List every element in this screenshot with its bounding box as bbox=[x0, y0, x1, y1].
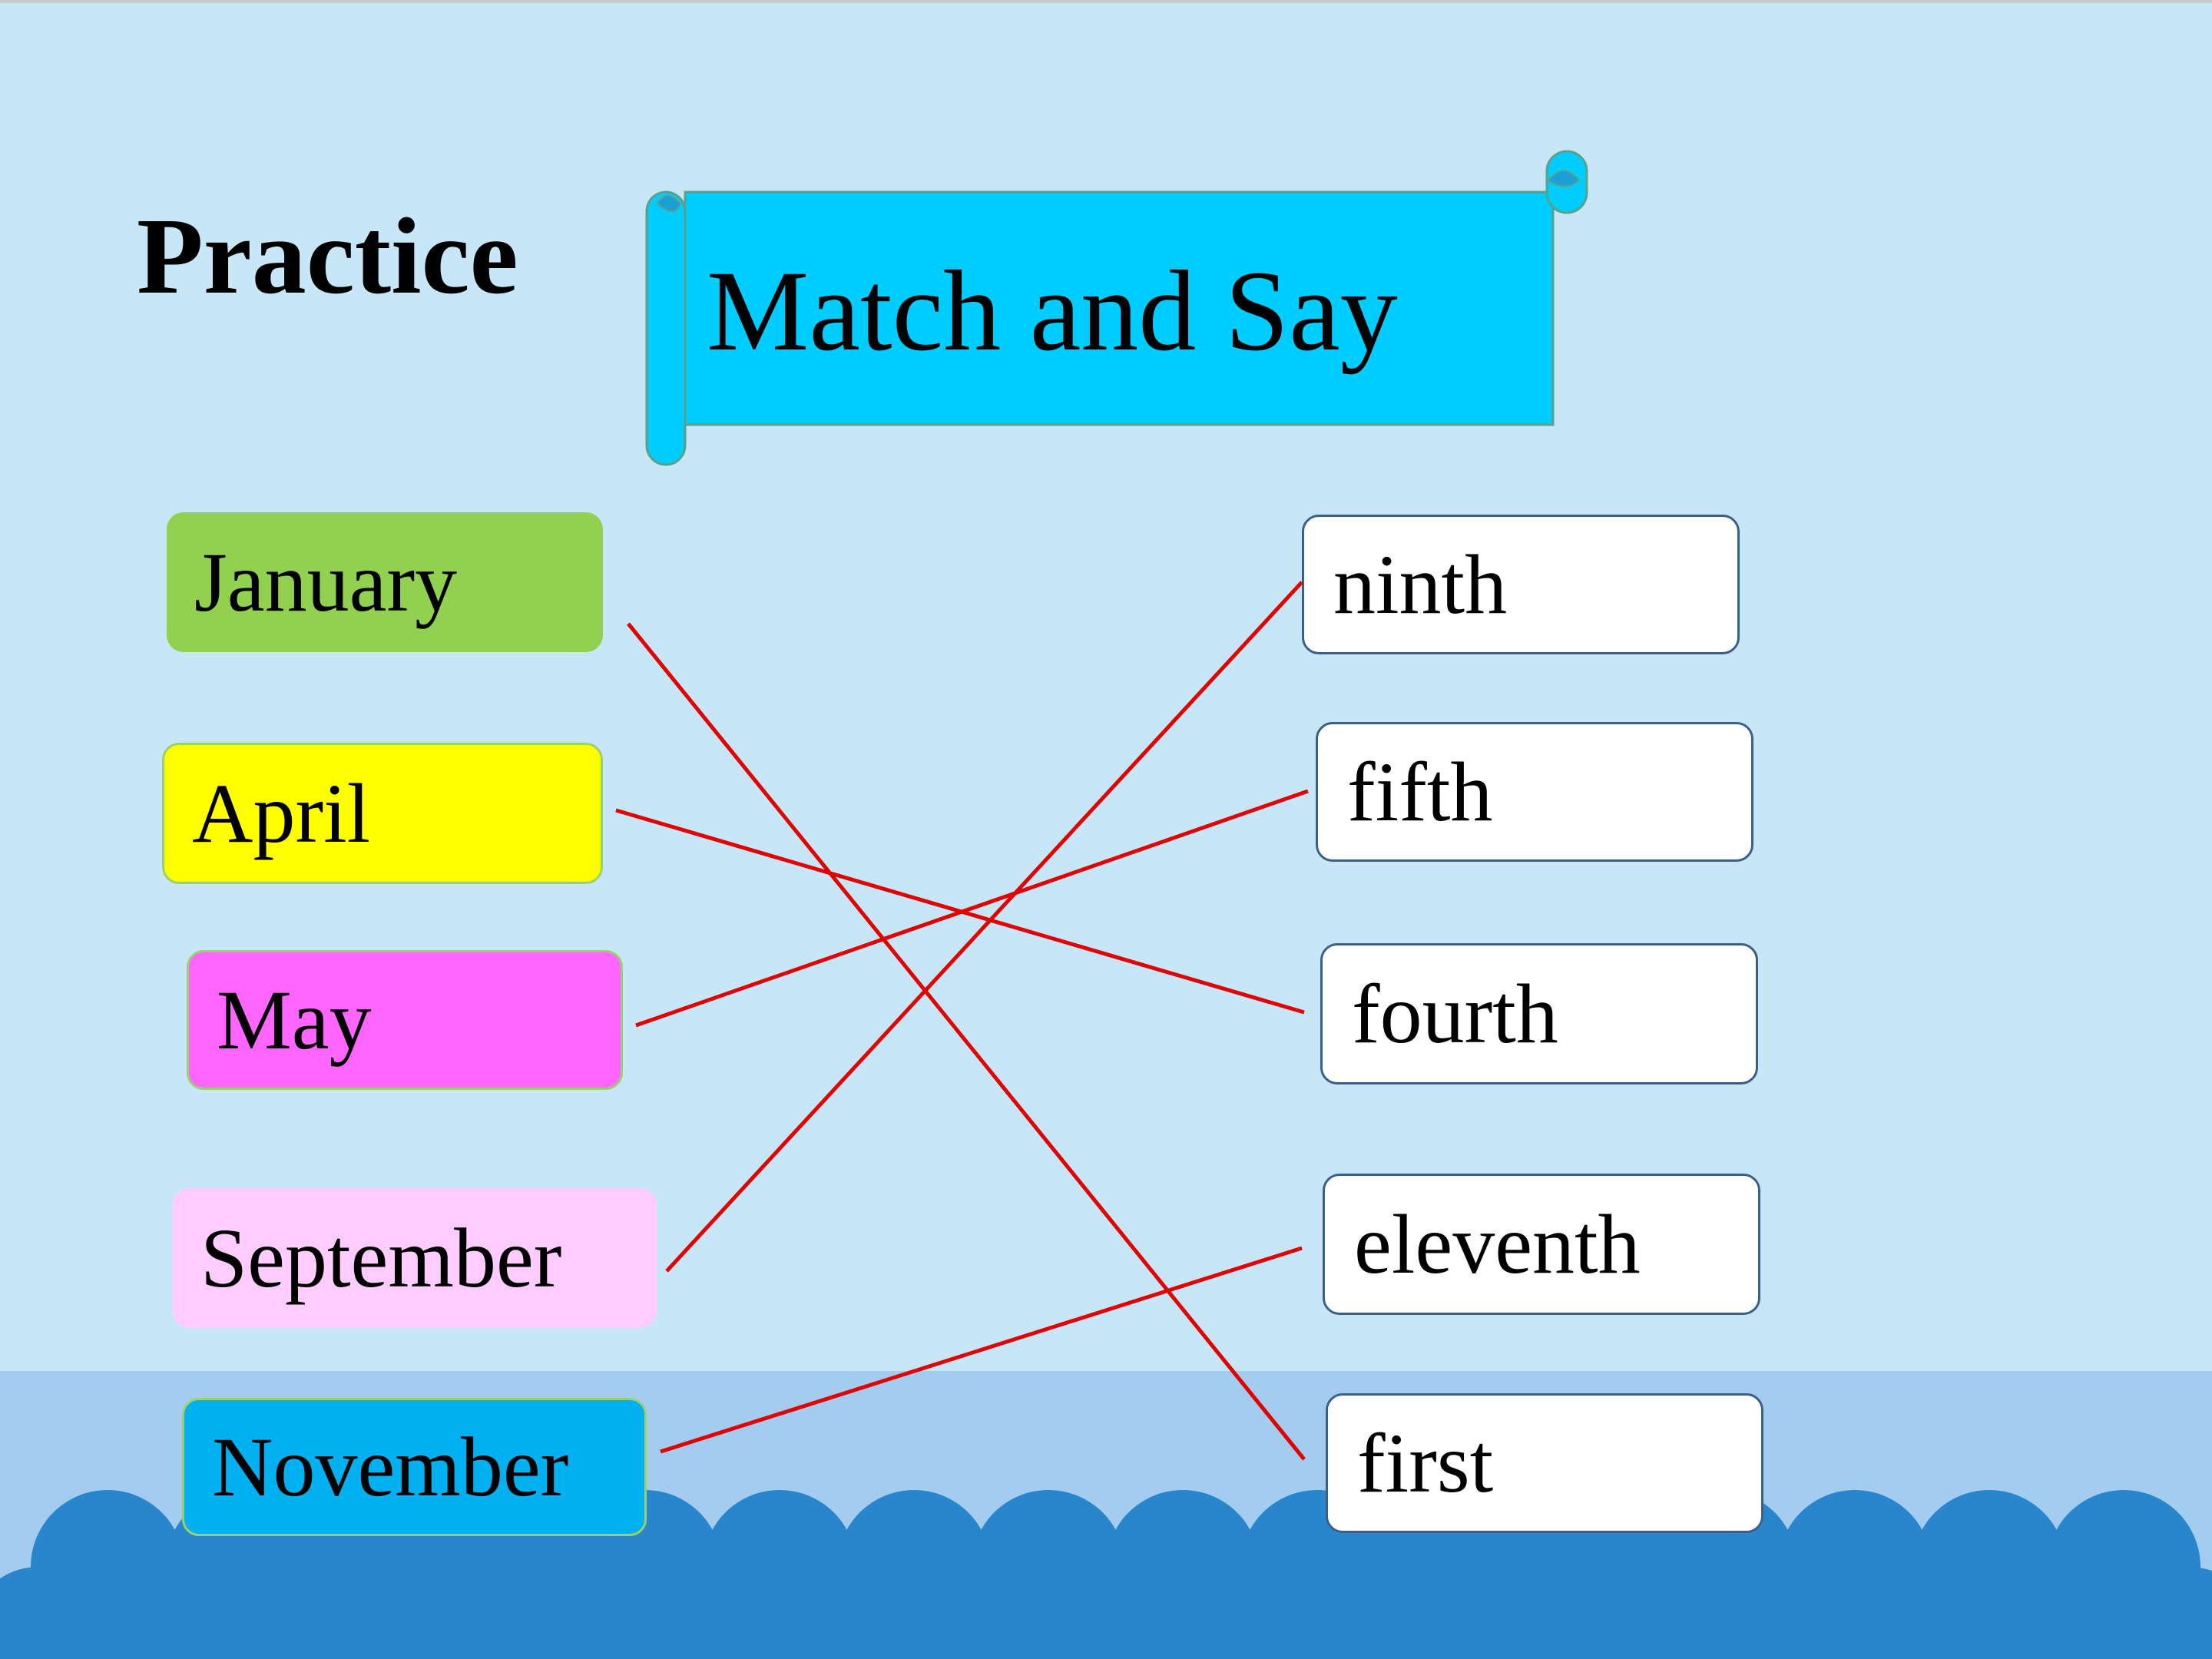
ordinal-card-fourth[interactable]: fourth bbox=[1320, 943, 1758, 1084]
match-line-september-ninth bbox=[665, 581, 1303, 1273]
top-border bbox=[0, 0, 2212, 3]
ordinal-label: eleventh bbox=[1354, 1197, 1641, 1291]
ordinal-card-first[interactable]: first bbox=[1326, 1393, 1763, 1533]
scroll-banner bbox=[645, 150, 1588, 466]
month-label: September bbox=[200, 1211, 562, 1305]
ordinal-label: fifth bbox=[1347, 745, 1493, 839]
month-label: January bbox=[194, 535, 458, 629]
month-card-september[interactable]: September bbox=[173, 1188, 657, 1328]
ordinal-label: first bbox=[1357, 1416, 1494, 1510]
match-line-january-first bbox=[627, 622, 1306, 1461]
month-label: May bbox=[217, 973, 372, 1067]
ordinal-label: ninth bbox=[1333, 538, 1508, 631]
ordinal-card-ninth[interactable]: ninth bbox=[1302, 515, 1740, 654]
ordinal-label: fourth bbox=[1352, 967, 1558, 1061]
month-card-january[interactable]: January bbox=[167, 512, 603, 652]
month-card-november[interactable]: November bbox=[182, 1398, 647, 1536]
match-line-may-fifth bbox=[635, 789, 1309, 1028]
match-line-april-fourth bbox=[615, 808, 1305, 1015]
month-label: November bbox=[212, 1420, 569, 1514]
ordinal-card-fifth[interactable]: fifth bbox=[1316, 722, 1753, 862]
month-card-april[interactable]: April bbox=[162, 743, 603, 884]
practice-heading: Practice bbox=[137, 195, 518, 316]
banner-title: Match and Say bbox=[707, 247, 1398, 375]
ordinal-card-eleventh[interactable]: eleventh bbox=[1323, 1174, 1760, 1315]
month-label: April bbox=[192, 767, 371, 860]
month-card-may[interactable]: May bbox=[187, 950, 623, 1090]
